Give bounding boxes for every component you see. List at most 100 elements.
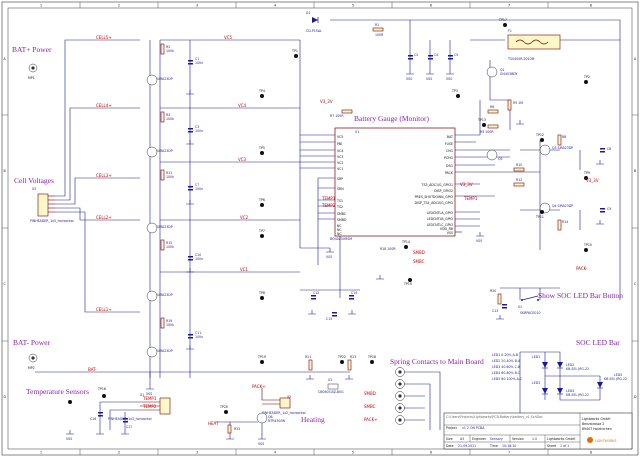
svg-text:C16: C16 bbox=[90, 417, 96, 421]
mp2-symbol: MP2 bbox=[28, 353, 38, 370]
led-part-a: KB-SEL JRG-22 bbox=[566, 367, 589, 371]
col-label-4: 4 bbox=[274, 4, 276, 8]
ic-pin-r10: LEDCNTLA_GPIO bbox=[427, 211, 454, 215]
ic-pin-r6: TS3_ADC1/G_GPIO1 bbox=[421, 183, 454, 187]
gauge-ic-body bbox=[334, 127, 456, 237]
ic-pin-l10: SMBC bbox=[337, 212, 347, 216]
diode-d1: D1 CD-P1SAL bbox=[306, 11, 322, 33]
led-legend-1: LED1 0-20% A-B bbox=[492, 353, 518, 357]
svg-text:Q4 SIRA23DP: Q4 SIRA23DP bbox=[552, 204, 573, 208]
vreg-ref: U2 bbox=[328, 378, 332, 382]
spring-contacts bbox=[395, 367, 441, 430]
ic-pin-l2: VC4 bbox=[337, 149, 343, 153]
svg-text:R23: R23 bbox=[350, 355, 356, 359]
svg-text:TP14: TP14 bbox=[401, 240, 410, 244]
fuse-ref: F1 bbox=[508, 29, 512, 33]
fet-label-2: SIRA23DP bbox=[157, 149, 173, 153]
net-temp1: TEMP1 bbox=[142, 396, 157, 401]
tp-temp bbox=[68, 400, 72, 404]
svg-text:100k: 100k bbox=[166, 175, 174, 179]
soc-button[interactable]: S1 SKRPACE010 R20 C13 bbox=[490, 287, 560, 315]
svg-text:TP10: TP10 bbox=[583, 243, 592, 247]
ic-pin-r11: LEDCNTLB_GPIO bbox=[427, 217, 454, 221]
net-vc3: VC3 bbox=[238, 157, 247, 162]
tb-size: A3 bbox=[460, 437, 464, 441]
col-label-1: 1 bbox=[40, 4, 42, 8]
svg-text:C9: C9 bbox=[607, 207, 611, 211]
connector-x3: X3 PINHEADER_1x5_horizontal bbox=[30, 187, 74, 223]
net-cell4: CELL4+ bbox=[96, 103, 112, 108]
vss-4: VSS bbox=[326, 255, 332, 259]
ic-pin-r4: DSG bbox=[446, 164, 453, 168]
svg-text:TP15: TP15 bbox=[403, 282, 412, 286]
ic-pin-l6: SRP bbox=[337, 177, 343, 181]
svg-text:C7: C7 bbox=[195, 183, 199, 187]
net-vc5: VC5 bbox=[224, 35, 233, 40]
sw-part: SKRPACE010 bbox=[520, 311, 541, 315]
ic-pin-l4: VC2 bbox=[337, 161, 343, 165]
ladder-testpoints: TP4 TP5 TP6 TP7 TP8 TP1 bbox=[258, 49, 298, 300]
svg-text:TP3: TP3 bbox=[451, 89, 458, 93]
sw-ref: S1 bbox=[518, 305, 522, 309]
svg-text:R1: R1 bbox=[375, 23, 379, 27]
ground-symbols bbox=[66, 70, 604, 440]
led-4-label: LED4 bbox=[566, 389, 574, 393]
net-smbc-contact: SMBC bbox=[364, 404, 376, 409]
tb-engineer: Sensory bbox=[490, 437, 503, 441]
vss-1: VSS bbox=[406, 77, 412, 81]
svg-text:R12: R12 bbox=[516, 178, 522, 182]
svg-text:100n: 100n bbox=[195, 129, 203, 133]
diode-ref: D1 bbox=[306, 11, 310, 15]
gauge-ic-part: BQ40Z50RSM bbox=[330, 237, 352, 241]
svg-text:R7 100R: R7 100R bbox=[330, 114, 344, 118]
col-label-6b: 6 bbox=[430, 451, 432, 455]
vreg-part: CB0603-BZ-B0G bbox=[318, 390, 344, 394]
svg-text:R21: R21 bbox=[305, 355, 311, 359]
vss-6: VSS bbox=[66, 437, 72, 441]
net-pack-minus: PACK- bbox=[576, 266, 588, 271]
title-block: Project v1 2 ON PCBA Size A3 Engineer Se… bbox=[443, 412, 633, 450]
gauge-wires bbox=[300, 100, 540, 298]
led-legend-4: LED4 60-80% B-C bbox=[492, 371, 521, 375]
col-label-7: 7 bbox=[508, 4, 510, 8]
row-label-b-r: B bbox=[634, 169, 636, 173]
vss-3: VSS bbox=[446, 77, 452, 81]
tb-sheet-label: Sheet bbox=[547, 444, 557, 448]
row-label-a: A bbox=[4, 57, 7, 61]
ic-pin-r14: VSS bbox=[447, 231, 453, 235]
svg-text:TP18: TP18 bbox=[367, 355, 376, 359]
ic-pin-r7: DISP_GPIO2 bbox=[434, 189, 453, 193]
net-pack-contact: PACK+ bbox=[364, 417, 378, 422]
ic-pin-l13: NC bbox=[337, 228, 342, 232]
col-label-2b: 2 bbox=[118, 451, 120, 455]
section-title-soc-led-bar: SOC LED Bar bbox=[576, 338, 620, 347]
gauge-ic-ref: U1 bbox=[355, 130, 359, 134]
gauge-passives: R7 100R C12 C14 C15 R21 R23 CB0603-BZ-B0… bbox=[305, 109, 412, 394]
ic-pin-l5: VC1 bbox=[337, 167, 343, 171]
tb-date-label: Date bbox=[446, 444, 454, 448]
svg-text:R20: R20 bbox=[490, 289, 496, 293]
led-part-b: KB-SEL JRG-22 bbox=[566, 393, 589, 397]
x2-part: PINHEADER_1x2_horizontal bbox=[262, 411, 306, 415]
fuse-f1: F1 TSV400R-2010M bbox=[507, 29, 561, 61]
col-label-5b: 5 bbox=[352, 451, 354, 455]
row-label-d: D bbox=[4, 395, 7, 399]
svg-text:R6: R6 bbox=[490, 105, 494, 109]
svg-text:R8: R8 bbox=[562, 135, 566, 139]
led-legend-5: LED5 80-100% A-C bbox=[492, 377, 523, 381]
temp-sensor-block: TEMP1 TEMP2 X1 PINHEADER_1x3_horizontal … bbox=[90, 387, 171, 430]
svg-text:C17: C17 bbox=[126, 425, 132, 429]
x1-part: PINHEADER_1x3_horizontal bbox=[108, 417, 152, 421]
svg-text:100k: 100k bbox=[166, 245, 174, 249]
svg-text:TP16: TP16 bbox=[97, 387, 106, 391]
svg-text:TP12: TP12 bbox=[535, 133, 544, 137]
tb-company-street: Benzstrasse 2 bbox=[582, 422, 604, 426]
row-label-c: C bbox=[4, 282, 7, 286]
section-title-bat-minus: BAT- Power bbox=[13, 338, 51, 347]
svg-text:100n: 100n bbox=[195, 335, 203, 339]
svg-text:C2: C2 bbox=[414, 53, 418, 57]
fuse-part: TSV400R-2010M bbox=[507, 57, 535, 61]
